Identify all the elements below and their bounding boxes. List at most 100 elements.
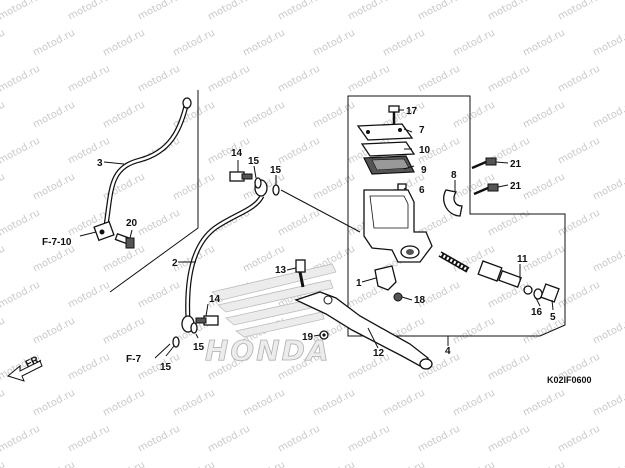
screw-18 — [393, 292, 403, 302]
bolt-13 — [295, 259, 306, 288]
watermark-text: motod.ru — [101, 27, 147, 58]
watermark-text: motod.ru — [416, 63, 462, 94]
callout-20: 20 — [126, 218, 138, 229]
watermark-text: motod.ru — [206, 0, 252, 23]
callout-12: 12 — [373, 348, 385, 359]
watermark-text: motod.ru — [206, 135, 252, 166]
watermark-text: motod.ru — [521, 27, 567, 58]
watermark-text: motod.ru — [451, 27, 497, 58]
front-direction-arrow: FR. — [6, 353, 43, 382]
watermark-text: motod.ru — [591, 315, 625, 346]
watermark-text: motod.ru — [206, 423, 252, 454]
watermark-text: motod.ru — [101, 387, 147, 418]
watermark-text: motod.ru — [486, 0, 532, 23]
watermark-text: motod.ru — [591, 27, 625, 58]
callout-17: 17 — [406, 106, 418, 117]
watermark-text: motod.ru — [276, 63, 322, 94]
holder-8 — [443, 189, 463, 217]
watermark-text: motod.ru — [31, 243, 77, 274]
bolt-17 — [388, 105, 400, 124]
reference-labels: F-7-10 F-7 — [42, 237, 141, 365]
watermark-text: motod.ru — [311, 99, 357, 130]
watermark-text: motod.ru — [206, 63, 252, 94]
callout-15-lower-b: 15 — [160, 362, 172, 373]
callout-10: 10 — [419, 145, 431, 156]
diaphragm-9 — [363, 155, 415, 175]
watermark-text: motod.ru — [31, 315, 77, 346]
watermark-text: motod.ru — [556, 135, 602, 166]
watermark-text: motod.ru — [31, 171, 77, 202]
watermark-text: motod.ru — [381, 27, 427, 58]
bolt-20 — [114, 232, 135, 249]
watermark-text: motod.ru — [136, 423, 182, 454]
watermark-text: motod.ru — [346, 423, 392, 454]
watermark-text: motod.ru — [0, 63, 42, 94]
watermark-text: motod.ru — [136, 0, 182, 23]
callout-3: 3 — [97, 158, 103, 169]
watermark-text: motod.ru — [66, 351, 112, 382]
callout-5: 5 — [550, 312, 556, 323]
diagram-code: K02IF0600 — [547, 375, 592, 385]
watermark-text: motod.ru — [31, 459, 77, 468]
watermark-text: motod.ru — [171, 171, 217, 202]
watermark-text: motod.ru — [416, 423, 462, 454]
callout-21-lower: 21 — [510, 181, 522, 192]
watermark-text: motod.ru — [451, 387, 497, 418]
watermark-text: motod.ru — [0, 171, 7, 202]
watermark-text: motod.ru — [521, 171, 567, 202]
plate-10 — [360, 141, 416, 157]
watermark-text: motod.ru — [346, 63, 392, 94]
callout-8: 8 — [451, 170, 457, 181]
watermark-text: motod.ru — [66, 0, 112, 23]
watermark-text: motod.ru — [311, 459, 357, 468]
watermark-text: motod.ru — [451, 99, 497, 130]
watermark-text: motod.ru — [556, 207, 602, 238]
callout-15-upper-a: 15 — [248, 156, 260, 167]
watermark-text: motod.ru — [451, 459, 497, 468]
watermark-text: motod.ru — [381, 387, 427, 418]
watermark-text: motod.ru — [241, 387, 287, 418]
callout-6: 6 — [419, 185, 425, 196]
callout-21-upper: 21 — [510, 159, 522, 170]
reference-f-7-10: F-7-10 — [42, 237, 72, 248]
callout-7: 7 — [419, 125, 425, 136]
watermark-text: motod.ru — [556, 0, 602, 23]
watermark-text: motod.ru — [276, 135, 322, 166]
reservoir-cap-7 — [356, 123, 414, 141]
watermark-text: motod.ru — [486, 63, 532, 94]
watermark-text: motod.ru — [521, 99, 567, 130]
brake-lever-12 — [294, 291, 433, 370]
watermark-text: motod.ru — [556, 423, 602, 454]
watermark-text: motod.ru — [556, 279, 602, 310]
watermark-text: motod.ru — [0, 0, 42, 23]
watermark-text: motod.ru — [521, 459, 567, 468]
watermark-text: motod.ru — [276, 0, 322, 23]
watermark-text: motod.ru — [0, 459, 7, 468]
watermark-text: motod.ru — [66, 423, 112, 454]
watermark-text: motod.ru — [276, 207, 322, 238]
watermark-text: motod.ru — [171, 27, 217, 58]
watermark-text: motod.ru — [591, 99, 625, 130]
watermark-text: motod.ru — [0, 387, 7, 418]
banjo-bolt-lower — [172, 315, 219, 348]
callout-4: 4 — [445, 346, 451, 357]
watermark-text: motod.ru — [136, 279, 182, 310]
callout-16: 16 — [531, 307, 543, 318]
callout-14-lower: 14 — [209, 294, 221, 305]
watermark-text: motod.ru — [0, 207, 42, 238]
watermark-text: motod.ru — [136, 207, 182, 238]
nut-19 — [319, 330, 329, 340]
callout-19: 19 — [302, 332, 314, 343]
leader-lines — [79, 109, 554, 359]
callout-15-upper-b: 15 — [270, 165, 282, 176]
watermark-text: motod.ru — [381, 459, 427, 468]
watermark-text: motod.ru — [591, 243, 625, 274]
watermark-text: motod.ru — [311, 171, 357, 202]
watermark-text: motod.ru — [171, 459, 217, 468]
callouts: 3 20 2 14 15 15 14 15 15 13 17 7 10 9 6 … — [97, 106, 556, 373]
callout-18: 18 — [414, 295, 426, 306]
watermark-text: motod.ru — [66, 279, 112, 310]
